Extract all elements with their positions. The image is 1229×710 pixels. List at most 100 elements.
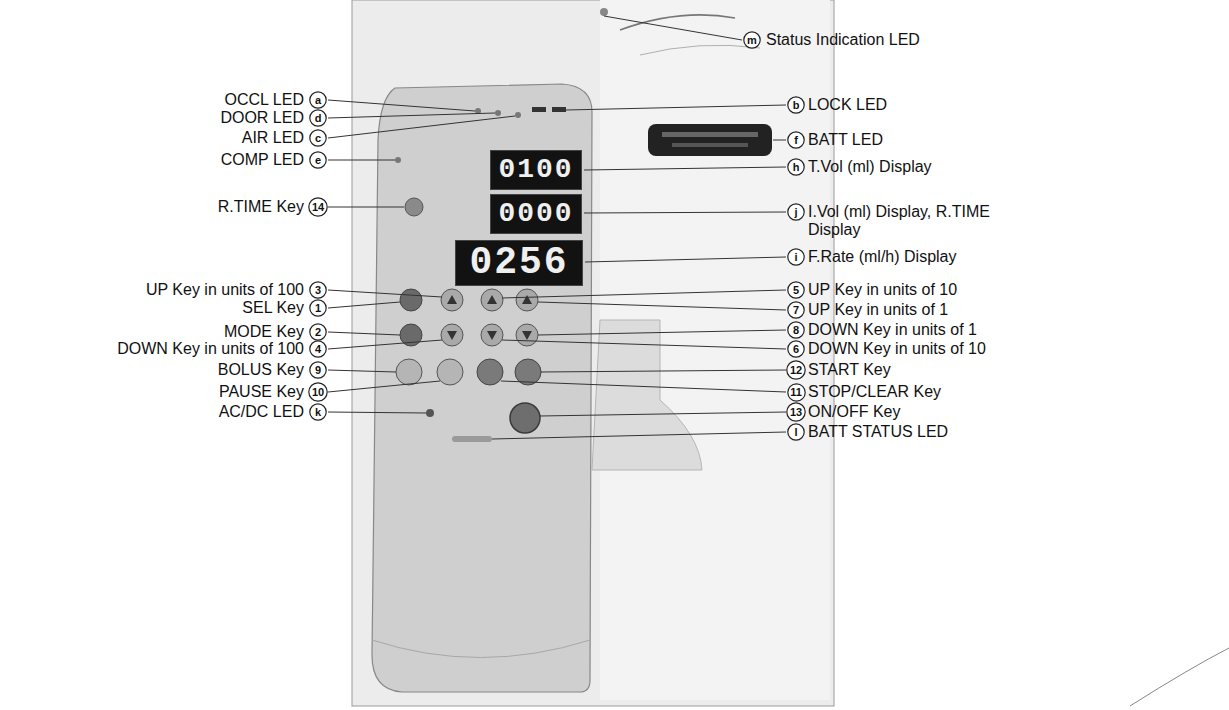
part-label: AIR LED [242, 129, 304, 147]
callout-circle: 9 [309, 361, 327, 379]
air-led [515, 112, 521, 118]
leader-line [328, 340, 442, 349]
callout-mark: d [315, 113, 322, 124]
callout-ring [309, 198, 327, 216]
callout-ring [310, 341, 326, 357]
callout-circle: j [787, 203, 805, 221]
callout-mark: a [315, 95, 321, 106]
leader-line [328, 332, 400, 335]
callout-ring [788, 341, 804, 357]
part-label: LOCK LED [808, 96, 887, 114]
part-label: UP Key in units of 10 [808, 281, 957, 299]
callout-circle: f [787, 131, 805, 149]
callout-circle: 12 [786, 360, 806, 380]
leader-line [328, 412, 426, 413]
callout-circle: m [743, 31, 761, 49]
display-box: 0100 [490, 150, 582, 190]
callout-ring [310, 282, 326, 298]
callout-circle: i [787, 248, 805, 266]
part-label: OCCL LED [225, 91, 304, 109]
part-label: STOP/CLEAR Key [808, 383, 941, 401]
plate-mark [662, 132, 758, 137]
callout-ring [310, 130, 326, 146]
callout-ring [788, 132, 804, 148]
part-label: BATT LED [808, 131, 883, 149]
callout-mark: i [794, 252, 797, 263]
leader-line [541, 370, 786, 372]
leader-line [328, 302, 400, 308]
door-led [495, 110, 501, 116]
callout-mark: m [747, 35, 757, 46]
part-label: BOLUS Key [218, 361, 304, 379]
callout-mark: 7 [793, 305, 799, 316]
leader-line [585, 257, 786, 262]
callout-mark: 6 [793, 344, 799, 355]
callout-ring [310, 92, 326, 108]
status-led [600, 8, 608, 16]
part-label: AC/DC LED [219, 403, 304, 421]
display-digits: 0100 [498, 156, 573, 184]
part-label: DOWN Key in units of 10 [808, 340, 986, 358]
part-label: DOWN Key in units of 100 [117, 340, 304, 358]
leader-line [492, 432, 786, 439]
callout-circle: a [309, 91, 327, 109]
callout-circle: h [787, 158, 805, 176]
part-label: Status Indication LED [766, 31, 920, 49]
leader-line [328, 370, 396, 372]
leader-line [328, 113, 495, 118]
callout-ring [787, 383, 804, 400]
callout-mark: k [315, 407, 321, 418]
callout-mark: 1 [315, 303, 321, 314]
leader-line [501, 381, 786, 392]
part-label: DOWN Key in units of 1 [808, 321, 977, 339]
callout-mark: 12 [790, 365, 802, 376]
callout-circle: 14 [308, 197, 328, 217]
callout-circle: l [787, 423, 805, 441]
callout-mark: 13 [790, 407, 802, 418]
callout-circle: 3 [309, 281, 327, 299]
callout-ring [788, 249, 804, 265]
plate-mark [672, 143, 748, 147]
sel-key [400, 289, 422, 311]
callout-circle: c [309, 129, 327, 147]
acdc-led [426, 409, 434, 417]
comp-led [395, 157, 401, 163]
part-label: DOOR LED [220, 109, 304, 127]
callout-mark: 10 [312, 387, 324, 398]
panel-base-curve [372, 640, 590, 658]
callout-ring [310, 152, 326, 168]
up-triangles [447, 295, 532, 304]
callout-mark: 4 [315, 344, 321, 355]
callout-mark: 3 [315, 285, 321, 296]
callout-ring [788, 204, 804, 220]
down-triangles [447, 331, 532, 340]
part-label: START Key [808, 361, 891, 379]
leader-line [584, 167, 786, 170]
callout-mark: j [794, 207, 797, 218]
callout-circle: 2 [309, 323, 327, 341]
callout-mark: 9 [315, 365, 321, 376]
callout-ring [787, 361, 805, 379]
leader-line [773, 140, 786, 141]
leader-line [584, 212, 786, 213]
part-label: I.Vol (ml) Display, R.TIME Display [808, 203, 998, 239]
lock-led [532, 107, 546, 112]
callout-ring [788, 159, 804, 175]
leader-line [328, 207, 404, 208]
callout-ring [310, 362, 326, 378]
start-key [515, 359, 541, 385]
callout-mark: l [794, 427, 797, 438]
leader-line [566, 105, 786, 110]
handle-edge [640, 45, 760, 55]
leader-line [502, 340, 786, 349]
callout-circle: 1 [309, 299, 327, 317]
leader-line [538, 330, 786, 335]
callout-circle: 5 [787, 281, 805, 299]
batt-led-plate [648, 124, 772, 156]
callout-circle: e [309, 151, 327, 169]
pause-key [437, 359, 463, 385]
callout-ring [787, 403, 805, 421]
part-label: UP Key in units of 1 [808, 301, 948, 319]
onoff-key [510, 403, 540, 433]
